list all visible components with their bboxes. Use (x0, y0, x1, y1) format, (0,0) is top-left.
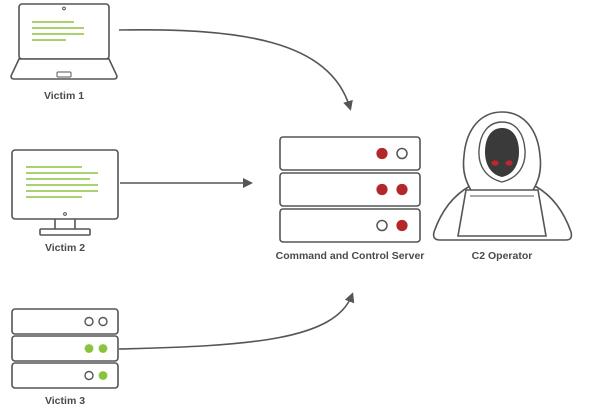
c2-operator-label: C2 Operator (472, 250, 533, 262)
victim2-monitor-icon (11, 149, 119, 236)
arrow-victim3-to-server (118, 292, 355, 350)
victim3-server-icon (11, 308, 119, 389)
arrow-victim1-to-server (118, 29, 353, 111)
hooded-hacker-icon (432, 111, 573, 241)
c2-server-icon (279, 136, 421, 243)
victim2-label: Victim 2 (45, 242, 85, 254)
victim1-laptop-icon (10, 3, 118, 80)
c2-server-label: Command and Control Server (276, 250, 425, 262)
victim1-label: Victim 1 (44, 90, 84, 102)
victim3-label: Victim 3 (45, 395, 85, 407)
